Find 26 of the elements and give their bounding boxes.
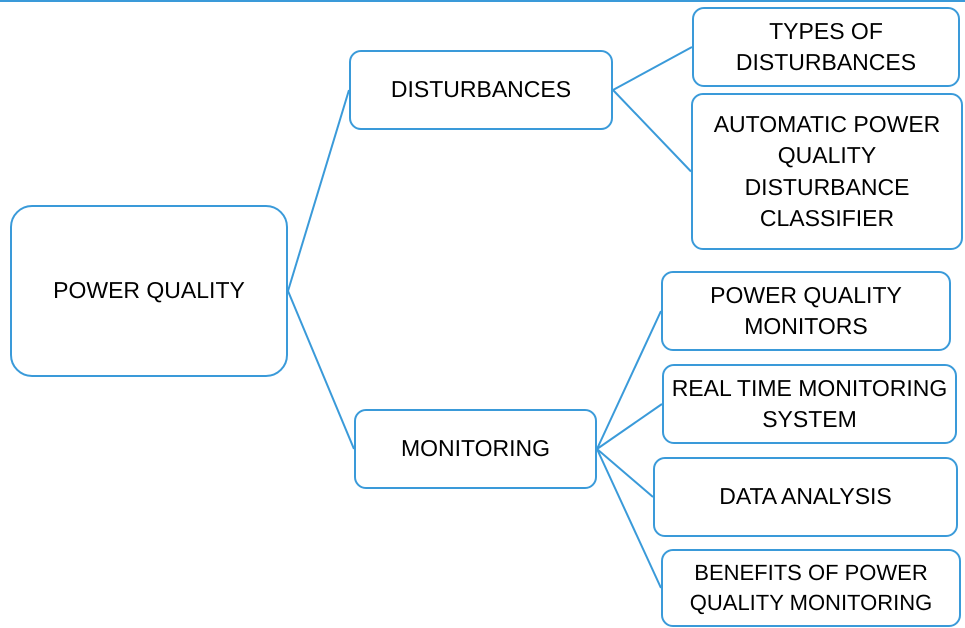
topic-text: DATA ANALYSIS [719,482,892,512]
topic-box [691,93,963,250]
topic-box [661,549,961,627]
topic-text: AUTOMATIC POWER QUALITY DISTURBANCE CLASSIFIER [712,110,942,233]
topic-box [349,50,613,130]
topic-text: POWER QUALITY [53,276,245,306]
topic-box [354,409,597,489]
topic-text: TYPES OF DISTURBANCES [734,16,918,77]
topic-text: POWER QUALITY MONITORS [709,280,903,341]
topic-text: MONITORING [400,434,550,464]
connector-line [596,448,662,588]
connector-line [596,310,662,450]
connector-line [596,448,654,498]
topic-box [662,364,957,444]
connector-line [287,290,355,450]
topic-text: BENEFITS OF POWER QUALITY MONITORING [688,559,934,617]
topic-box [661,271,951,351]
connector-line [596,403,663,450]
connector-line [287,90,350,292]
topic-text: DISTURBANCES [390,75,572,104]
connector-line [612,89,692,172]
topic-box [10,205,288,377]
topic-box [653,457,958,537]
topic-box [692,7,960,87]
topic-text: REAL TIME MONITORING SYSTEM [670,374,948,434]
connector-line [612,46,692,91]
